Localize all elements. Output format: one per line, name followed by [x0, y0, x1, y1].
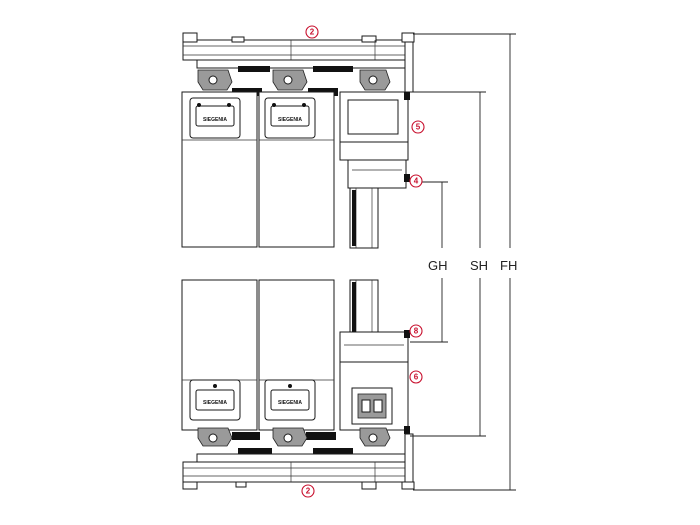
dimension-sh	[410, 91, 486, 437]
bottom-roller-carriers	[197, 427, 391, 447]
svg-text:4: 4	[414, 177, 419, 186]
marker-right-mid-upper: 4	[409, 174, 423, 188]
svg-text:SIEGENIA: SIEGENIA	[203, 117, 227, 123]
top-frame-profile	[182, 32, 415, 93]
upper-sash-left: SIEGENIA	[181, 91, 258, 248]
marker-right-mid-lower: 8	[409, 324, 423, 338]
marker-bottom: 2	[301, 484, 315, 498]
upper-sash-right: SIEGENIA	[258, 91, 335, 248]
marker-right-upper: 5	[411, 120, 425, 134]
top-roller-carriers	[197, 69, 391, 91]
lower-sash-left: SIEGENIA	[181, 279, 258, 431]
lower-sash-right: SIEGENIA	[258, 279, 335, 431]
upper-fixed-profile	[339, 91, 410, 249]
bottom-gasket-row	[232, 432, 353, 454]
lower-fixed-profile	[339, 279, 410, 434]
bottom-frame-profile	[182, 433, 415, 490]
gh-label: GH	[428, 258, 448, 273]
sh-label: SH	[470, 258, 488, 273]
marker-right-lower: 6	[409, 370, 423, 384]
svg-text:6: 6	[414, 373, 419, 382]
marker-top: 2	[305, 25, 319, 39]
dimension-fh	[413, 33, 516, 491]
svg-text:2: 2	[310, 28, 315, 37]
svg-text:8: 8	[414, 327, 419, 336]
svg-text:SIEGENIA: SIEGENIA	[278, 117, 302, 123]
svg-text:5: 5	[416, 123, 421, 132]
svg-text:SIEGENIA: SIEGENIA	[278, 400, 302, 406]
fh-label: FH	[500, 258, 517, 273]
svg-text:SIEGENIA: SIEGENIA	[203, 400, 227, 406]
svg-text:2: 2	[306, 487, 311, 496]
